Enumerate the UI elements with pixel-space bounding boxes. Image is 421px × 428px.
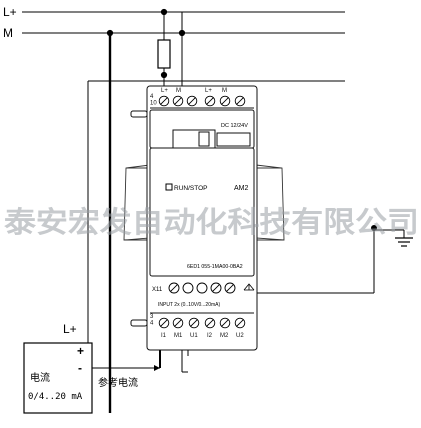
top-terminal xyxy=(172,95,184,107)
bottom-terminal-label: U2 xyxy=(236,333,244,339)
input-terminal-strip xyxy=(168,282,236,294)
sensor-plus: + xyxy=(77,344,84,358)
top-terminal-label: M xyxy=(176,88,181,94)
model-label: AM2 xyxy=(234,185,249,192)
bottom-terminal xyxy=(234,317,246,329)
run-stop-label: RUN/STOP xyxy=(174,185,207,192)
top-terminal xyxy=(234,95,246,107)
top-terminal-label: L+ xyxy=(205,88,212,94)
current-sensor xyxy=(23,342,93,414)
reference-current-label: 参考电流 xyxy=(98,376,138,389)
bottom-terminal xyxy=(188,317,200,329)
bottom-terminal xyxy=(172,317,184,329)
input-terminal xyxy=(224,282,236,294)
top-terminal xyxy=(204,95,216,107)
top-terminal xyxy=(158,95,170,107)
bottom-terminal-label: I2 xyxy=(207,333,213,339)
fuse-icon xyxy=(157,39,171,69)
input-terminal xyxy=(196,282,208,294)
power-rails xyxy=(22,11,345,82)
bottom-terminal xyxy=(204,317,216,329)
bottom-terminal xyxy=(219,317,231,329)
top-terminal xyxy=(219,95,231,107)
input-terminal xyxy=(182,282,194,294)
input-spec: INPUT 2x (0..10V/0...20mA) xyxy=(158,302,220,308)
top-terminal-block xyxy=(158,95,246,107)
sensor-type: 电流 xyxy=(30,371,50,384)
bottom-terminal-label: U1 xyxy=(190,333,198,339)
top-terminal-label: M xyxy=(222,88,227,94)
rail-m-label: M xyxy=(3,26,13,40)
rail-l-plus-label: L+ xyxy=(3,5,17,19)
ground-symbol-icon xyxy=(243,283,255,291)
bottom-terminal xyxy=(158,317,170,329)
supply-label: DC 12/24V xyxy=(221,123,248,129)
sensor-minus: - xyxy=(78,361,82,375)
bottom-terminal-label: M2 xyxy=(220,333,229,339)
sensor-supply-label: L+ xyxy=(63,322,77,336)
watermark: 泰安宏发自动化科技有限公司 xyxy=(4,205,419,239)
bottom-terminal-label: M1 xyxy=(174,333,183,339)
input-terminal xyxy=(210,282,222,294)
wires xyxy=(87,8,413,413)
ground-node xyxy=(371,225,377,231)
part-number: 6ED1 055-1MA00-0BA2 xyxy=(187,264,243,270)
bottom-terminal-block xyxy=(158,317,246,329)
top-terminal-label: L+ xyxy=(161,88,168,94)
input-terminal xyxy=(168,282,180,294)
run-stop-icon xyxy=(165,183,173,191)
sensor-range: 0/4..20 mA xyxy=(28,392,83,402)
bottom-terminal-label: I1 xyxy=(161,333,167,339)
x11-label: X11 xyxy=(152,287,163,293)
top-terminal xyxy=(186,95,198,107)
